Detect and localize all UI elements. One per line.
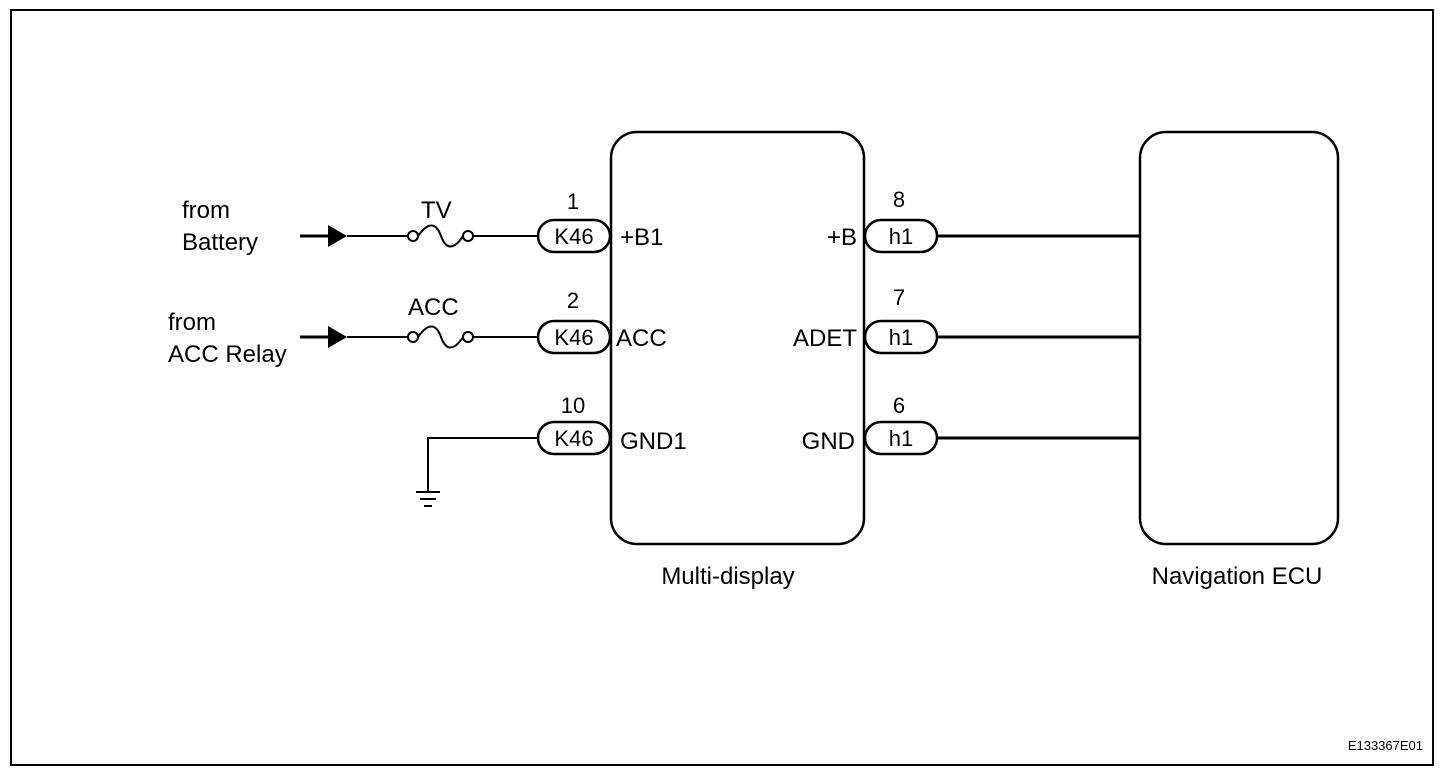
navigation-ecu-title: Navigation ECU bbox=[1152, 563, 1323, 590]
fuse-acc-terminal-left bbox=[407, 331, 419, 343]
battery-arrow-icon bbox=[328, 225, 347, 247]
connector-pill bbox=[536, 319, 612, 355]
fuse-acc-icon bbox=[417, 325, 464, 349]
multi-display-title: Multi-display bbox=[661, 563, 794, 590]
figure-id: E133367E01 bbox=[1348, 738, 1423, 753]
signal-label: +B1 bbox=[620, 224, 663, 251]
pin-number: 2 bbox=[567, 288, 579, 313]
connector-pill bbox=[536, 420, 612, 456]
ground-wire bbox=[427, 437, 540, 492]
diagram-frame bbox=[10, 9, 1434, 766]
pin-number: 7 bbox=[893, 285, 905, 310]
connector-label: h1 bbox=[889, 426, 913, 451]
signal-label: +B bbox=[827, 224, 857, 251]
signal-label: GND1 bbox=[620, 428, 687, 455]
signal-label: ACC bbox=[616, 325, 667, 352]
signal-label: ADET bbox=[793, 325, 857, 352]
source-acc-relay-label: ACC Relay bbox=[168, 341, 287, 368]
fuse-acc-label: ACC bbox=[408, 294, 459, 321]
connector-label: h1 bbox=[889, 325, 913, 350]
source-battery-from: from bbox=[182, 197, 230, 224]
source-battery-label: Battery bbox=[182, 229, 258, 256]
connector-label: K46 bbox=[554, 426, 593, 451]
source-acc-from: from bbox=[168, 309, 216, 336]
connector-label: K46 bbox=[554, 224, 593, 249]
fuse-tv-label: TV bbox=[421, 197, 452, 224]
pin-number: 1 bbox=[567, 189, 579, 214]
fuse-tv-terminal-right bbox=[462, 230, 474, 242]
pin-number: 8 bbox=[893, 187, 905, 212]
connector-label: K46 bbox=[554, 325, 593, 350]
signal-label: GND bbox=[802, 428, 855, 455]
fuse-acc-terminal-right bbox=[462, 331, 474, 343]
acc-arrow-icon bbox=[328, 326, 347, 348]
pin-number: 10 bbox=[561, 393, 585, 418]
fuse-tv-icon bbox=[417, 224, 464, 248]
pin-number: 6 bbox=[893, 393, 905, 418]
navigation-ecu-box bbox=[1138, 130, 1340, 546]
fuse-tv-terminal-left bbox=[407, 230, 419, 242]
connector-pill bbox=[536, 218, 612, 254]
connector-label: h1 bbox=[889, 224, 913, 249]
